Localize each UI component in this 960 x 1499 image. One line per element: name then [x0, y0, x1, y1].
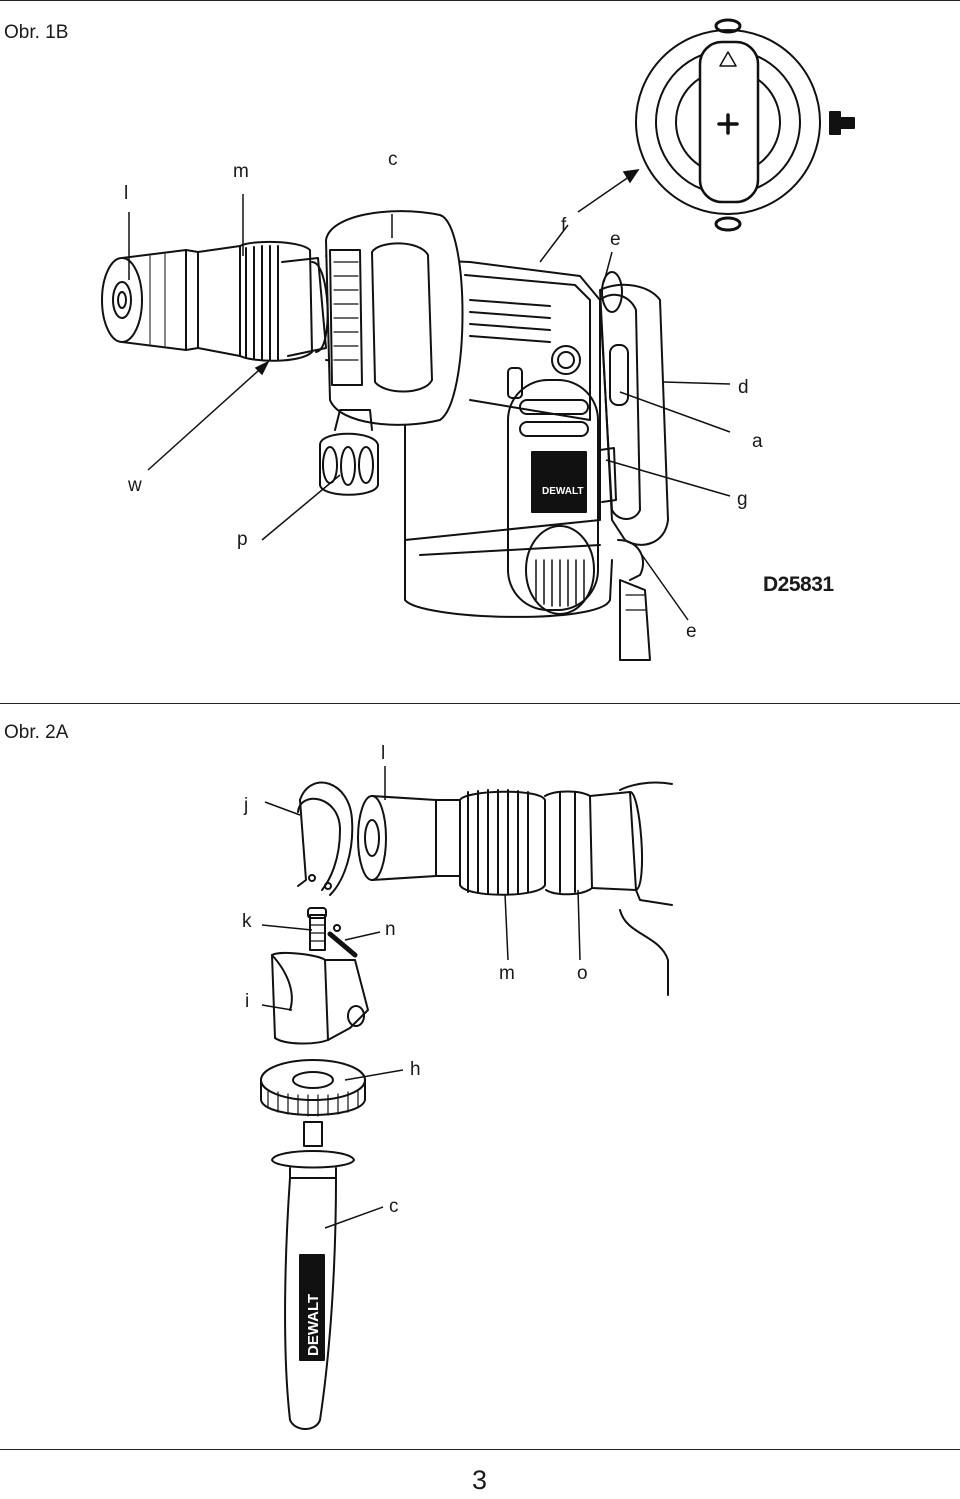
chuck-2a-drawing: [357, 795, 461, 881]
label-2a-i: i: [245, 991, 250, 1012]
svg-text:DEWALT: DEWALT: [542, 486, 583, 497]
label-c: c: [388, 149, 398, 170]
label-2a-j: j: [244, 795, 249, 816]
label-e-bottom: e: [686, 621, 697, 642]
label-2a-c: c: [389, 1196, 399, 1217]
knurled-nut-drawing: [260, 1059, 366, 1117]
ribbed-sleeve-drawing: [197, 240, 329, 362]
label-a: a: [752, 431, 763, 452]
bracket-drawing: [271, 907, 369, 1045]
label-w: w: [128, 475, 142, 496]
label-2a-l: l: [381, 743, 386, 764]
figure-2a-title: Obr. 2A: [4, 722, 69, 743]
label-2a-m: m: [499, 963, 515, 984]
middle-rule: [0, 703, 960, 704]
label-p: p: [237, 529, 248, 550]
handle-2a-drawing: [271, 1121, 355, 1430]
label-2a-o: o: [577, 963, 588, 984]
mode-selector-inset-drawing: [635, 18, 855, 232]
top-rule: [0, 0, 960, 1]
label-e-top: e: [610, 229, 621, 250]
side-handle-drawing: [319, 210, 464, 496]
label-2a-n: n: [385, 919, 396, 940]
chuck-drawing: [101, 249, 199, 351]
label-2a-h: h: [410, 1059, 421, 1080]
figure-1b-title: Obr. 1B: [4, 22, 69, 43]
sleeve-2a-drawing: [459, 781, 673, 996]
label-2a-k: k: [242, 911, 252, 932]
rear-handle-drawing: [599, 271, 669, 661]
label-g: g: [737, 489, 748, 510]
bottom-rule: [0, 1449, 960, 1450]
label-l: l: [124, 183, 129, 204]
figure-1b-illustration: DEWALT: [101, 18, 855, 661]
page-number: 3: [472, 1465, 488, 1495]
label-m: m: [233, 161, 249, 182]
label-d: d: [738, 377, 749, 398]
clamp-band-drawing: [297, 781, 354, 896]
model-number: D25831: [763, 573, 834, 596]
svg-text:DEWALT: DEWALT: [305, 1294, 322, 1356]
figure-2a-illustration: DEWALT: [260, 766, 673, 1430]
label-f: f: [561, 215, 567, 236]
